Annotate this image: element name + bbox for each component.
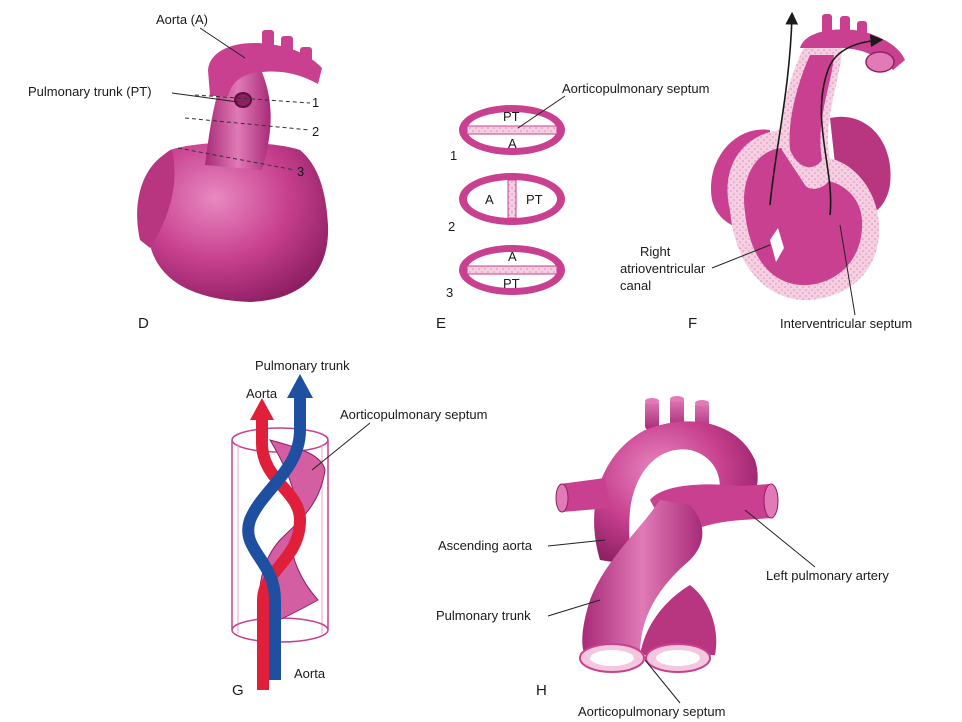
panel-letter-d: D (138, 315, 149, 332)
pulmonary-trunk-label: Pulmonary trunk (PT) (28, 84, 152, 99)
arch-branch-f-2 (840, 16, 850, 36)
panel-letter-e: E (436, 315, 446, 332)
canal-label-line-3: canal (620, 278, 651, 293)
pulmonary-cut-lumen (590, 650, 634, 666)
section-1-bottom-label: A (508, 136, 517, 151)
panel-letter-h: H (536, 682, 547, 699)
arch-branch-3 (300, 47, 312, 69)
section-2-number: 2 (448, 219, 455, 234)
panel-d: 1 2 3 Aorta (A) Pulmonary trunk (PT) D (28, 12, 328, 332)
aorticopulmonary-septum-label-e: Aorticopulmonary septum (562, 81, 709, 96)
branch-h-2-cut (670, 396, 684, 402)
aorta-bottom-label-g: Aorta (294, 666, 326, 681)
arch-branch-h-1 (645, 400, 659, 430)
aorta-top-label-g: Aorta (246, 386, 278, 401)
level-label-3: 3 (297, 164, 304, 179)
section-1-top-label: PT (503, 109, 520, 124)
section-1-number: 1 (450, 148, 457, 163)
arch-branch-f-3 (857, 21, 867, 41)
section-3-bottom-label: PT (503, 276, 520, 291)
panel-letter-f: F (688, 315, 697, 332)
arch-branch-2 (281, 36, 293, 58)
section-2-septum (508, 180, 516, 218)
level-label-2: 2 (312, 124, 319, 139)
aorticopulmonary-septum-label-h: Aorticopulmonary septum (578, 704, 725, 719)
section-3-number: 3 (446, 285, 453, 300)
pulmonary-trunk-label-g: Pulmonary trunk (255, 358, 350, 373)
aorticopulmonary-septum-label-g: Aorticopulmonary septum (340, 407, 487, 422)
panel-f: Right atrioventricular canal Interventri… (620, 14, 912, 332)
aorta-label: Aorta (A) (156, 12, 208, 27)
arch-branch-f-1 (822, 14, 832, 34)
level-label-1: 1 (312, 95, 319, 110)
canal-label-line-1: Right (640, 244, 671, 259)
interventricular-septum-label: Interventricular septum (780, 316, 912, 331)
left-pulmonary-artery-leader (745, 510, 815, 567)
left-pulmonary-artery-cut (764, 484, 778, 518)
panel-g: Pulmonary trunk Aorta Aorticopulmonary s… (232, 358, 487, 699)
canal-label-line-2: atrioventricular (620, 261, 706, 276)
arch-branch-1 (262, 30, 274, 52)
branch-h-3-cut (695, 400, 709, 406)
aortic-cut-lumen (656, 650, 700, 666)
pulmonary-arrowhead (287, 374, 313, 398)
left-pulmonary-artery-label: Left pulmonary artery (766, 568, 889, 583)
section-2-right-label: PT (526, 192, 543, 207)
panel-letter-g: G (232, 682, 244, 699)
pulmonary-trunk-label-h: Pulmonary trunk (436, 608, 531, 623)
aorta-arrowhead (250, 398, 274, 420)
branch-h-1-cut (645, 398, 659, 404)
pulmonary-trunk-opening (235, 93, 251, 107)
right-pulmonary-stub-cut (556, 484, 568, 512)
section-2-left-label: A (485, 192, 494, 207)
panel-e: PT A 1 A PT 2 A PT 3 Aorticopulmonary se… (436, 81, 709, 332)
section-3-top-label: A (508, 249, 517, 264)
ascending-aorta-label: Ascending aorta (438, 538, 533, 553)
section-3-septum (467, 266, 557, 274)
panel-h: Ascending aorta Pulmonary trunk Left pul… (436, 396, 889, 719)
arch-cut-end-f (866, 52, 894, 72)
section-1-septum (467, 126, 557, 134)
